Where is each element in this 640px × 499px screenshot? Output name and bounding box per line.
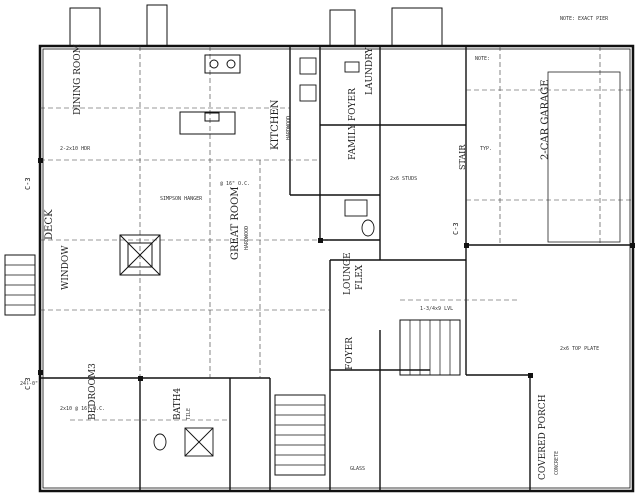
material-hardwood-2: HARDWOOD xyxy=(244,226,250,250)
svg-text:SIMPSON HANGER: SIMPSON HANGER xyxy=(160,196,203,202)
grid-marker-c3-bottom: C-3 xyxy=(24,377,32,390)
material-tile: TILE xyxy=(186,408,192,420)
svg-text:24'-0": 24'-0" xyxy=(20,381,38,387)
room-label-bath4: BATH4 xyxy=(173,388,183,420)
room-label-great-room: GREAT ROOM xyxy=(230,186,241,260)
interior-walls xyxy=(40,46,633,491)
grid-marker-c3-mid: C-3 xyxy=(452,222,460,235)
room-label-bedroom3: BEDROOM3 xyxy=(88,363,98,420)
room-label-garage: 2-CAR GARAGE xyxy=(540,79,551,160)
stair-treads xyxy=(4,254,461,476)
svg-text:2x6 TOP PLATE: 2x6 TOP PLATE xyxy=(560,346,599,352)
material-hardwood-1: HARDWOOD xyxy=(286,116,292,140)
svg-text:2-2x10 HDR: 2-2x10 HDR xyxy=(60,146,91,152)
grid-markers: C-3 C-3 C-3 xyxy=(24,177,460,390)
laundry-appliances xyxy=(299,57,360,102)
powder-bath-fixtures xyxy=(344,199,375,237)
svg-text:1-3/4x9 LVL: 1-3/4x9 LVL xyxy=(420,306,453,312)
svg-text:TYP.: TYP. xyxy=(480,146,492,152)
svg-text:NOTE: EXACT PIER: NOTE: EXACT PIER xyxy=(560,16,609,22)
room-label-foyer: FOYER xyxy=(345,337,355,370)
room-label-dining: DINING ROOM xyxy=(73,44,83,115)
room-labels: DINING ROOM DECK WINDOW KITCHEN GREAT RO… xyxy=(44,44,551,480)
kitchen-fixtures xyxy=(179,54,241,135)
fireplace xyxy=(119,234,161,276)
room-label-laundry: LAUNDRY xyxy=(365,46,375,95)
material-labels: HARDWOOD HARDWOOD TILE CONCRETE NOTE: xyxy=(186,56,560,475)
room-label-covered-porch: COVERED PORCH xyxy=(538,394,548,480)
svg-text:@ 16" O.C.: @ 16" O.C. xyxy=(220,181,250,187)
garage-slab-outline xyxy=(547,71,621,243)
structural-posts xyxy=(38,158,635,381)
svg-text:2x10 @ 16" O.C.: 2x10 @ 16" O.C. xyxy=(60,406,105,412)
grid-marker-c3-left: C-3 xyxy=(24,177,32,190)
room-label-flex: FLEX xyxy=(355,264,365,290)
dashed-structural-lines xyxy=(40,46,633,421)
dimension-annotations: 2-2x10 HDR SIMPSON HANGER @ 16" O.C. 2x6… xyxy=(20,16,609,472)
top-entry-bump xyxy=(69,4,443,47)
room-label-deck: DECK xyxy=(44,209,55,240)
room-label-family-foyer: FAMILY FOYER xyxy=(348,88,358,160)
room-label-lounge: LOUNGE xyxy=(343,252,353,295)
room-label-window: WINDOW xyxy=(61,245,71,290)
room-label-kitchen: KITCHEN xyxy=(270,99,281,150)
room-label-stair: STAIR xyxy=(458,144,467,170)
svg-text:GLASS: GLASS xyxy=(350,466,365,472)
note-title: NOTE: xyxy=(475,56,490,62)
bath4-fixtures xyxy=(153,427,214,457)
material-concrete: CONCRETE xyxy=(554,451,560,475)
svg-text:2x6 STUDS: 2x6 STUDS xyxy=(390,176,417,182)
